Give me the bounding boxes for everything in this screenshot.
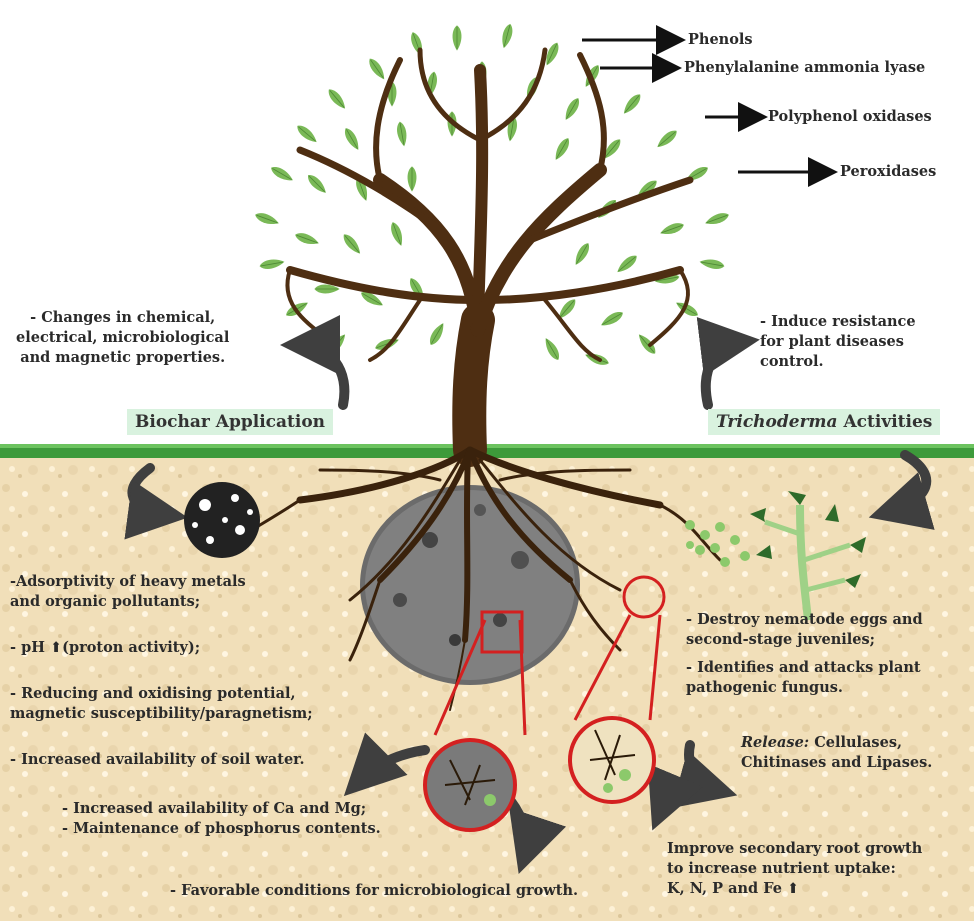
enzyme-arrows: [582, 25, 838, 187]
enzyme-label-phenylalanine-ammonia-lyase: Phenylalanine ammonia lyase: [684, 59, 926, 76]
tree-trunk: [285, 47, 694, 467]
zoom-circle-biochar: [423, 738, 517, 832]
trichoderma-plant-icon: [750, 491, 866, 621]
biochar-effect-adsorptivity: -Adsorptivity of heavy metals and organi…: [10, 573, 246, 610]
trichoderma-effect-nematode: - Destroy nematode eggs and second-stage…: [686, 611, 923, 648]
zoom-lines: [433, 575, 666, 736]
enzyme-label-polyphenol-oxidases: Polyphenol oxidases: [768, 108, 932, 125]
trichoderma-title-rest: Activities: [837, 412, 933, 432]
biochar-effect-ph: - pH ⬆(proton activity);: [10, 639, 201, 656]
trichoderma-spores-icon: [685, 520, 750, 567]
trichoderma-resistance-text: - Induce resistance for plant diseases c…: [760, 313, 916, 370]
trichoderma-release-text: Release: Cellulases, Chitinases and Lipa…: [741, 733, 932, 773]
release-label: Release:: [741, 734, 810, 751]
trichoderma-effect-fungus: - Identifies and attacks plant pathogeni…: [686, 659, 921, 696]
grass-strip: [0, 444, 974, 458]
trichoderma-activities-title: Trichoderma Activities: [708, 409, 941, 435]
release-enzymes: Cellulases, Chitinases and Lipases.: [741, 734, 933, 771]
biochar-effect-redox: - Reducing and oxidising potential, magn…: [10, 685, 313, 722]
biochar-effect-soil-water: - Increased availability of soil water.: [10, 751, 305, 768]
biochar-application-title: Biochar Application: [127, 409, 334, 435]
trichoderma-root-growth-text: Improve secondary root growth to increas…: [667, 840, 923, 897]
biochar-soil-effects: - Increased availability of Ca and Mg; -…: [62, 800, 381, 837]
enzyme-label-peroxidases: Peroxidases: [840, 163, 937, 180]
biochar-particle-icon: [184, 482, 260, 558]
zoom-circle-trichoderma: [568, 716, 656, 804]
biochar-microbial-growth: - Favorable conditions for microbiologic…: [170, 882, 579, 899]
trichoderma-name: Trichoderma: [716, 412, 838, 432]
enzyme-label-phenols: Phenols: [688, 31, 753, 48]
biochar-properties-text: - Changes in chemical, electrical, micro…: [16, 309, 230, 366]
